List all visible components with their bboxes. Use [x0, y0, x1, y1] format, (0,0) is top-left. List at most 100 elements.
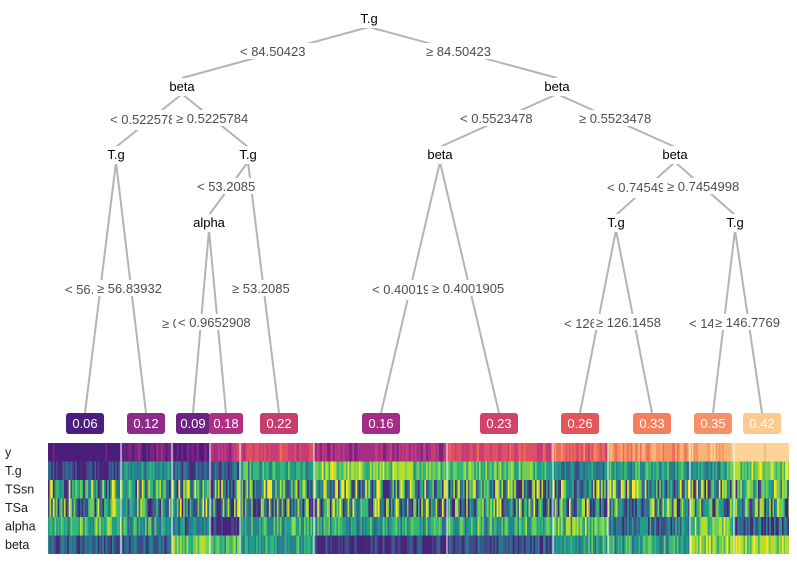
heatmap-cell: [214, 443, 217, 462]
heatmap-cell: [320, 443, 323, 462]
heatmap-cell: [496, 517, 499, 536]
heatmap-cell: [140, 517, 143, 536]
heatmap-cell: [91, 498, 94, 517]
heatmap-cell: [686, 517, 689, 536]
heatmap-cell: [256, 480, 258, 499]
heatmap-cell: [538, 535, 541, 554]
heatmap-cell: [140, 443, 143, 462]
heatmap-cell: [614, 480, 617, 499]
heatmap-cell: [97, 443, 100, 462]
heatmap-cell: [573, 517, 576, 536]
heatmap-cell: [204, 535, 206, 554]
heatmap-cell: [307, 517, 310, 536]
heatmap-cell: [573, 498, 576, 517]
heatmap-cell: [656, 535, 658, 554]
heatmap-cell: [605, 498, 608, 517]
heatmap-cell: [447, 498, 449, 517]
heatmap-cell: [162, 517, 165, 536]
heatmap-cell: [137, 480, 139, 499]
heatmap-cell: [322, 498, 324, 517]
heatmap-cell: [60, 480, 63, 499]
heatmap-cell: [280, 480, 282, 499]
heatmap-cell: [559, 517, 562, 536]
heatmap-cell: [691, 461, 694, 480]
heatmap-cell: [125, 443, 128, 462]
heatmap-cell: [723, 517, 726, 536]
heatmap-cell: [467, 461, 470, 480]
heatmap-cell: [148, 480, 151, 499]
heatmap-cell: [597, 461, 600, 480]
heatmap-cell: [527, 535, 529, 554]
heatmap-cell: [743, 535, 746, 554]
heatmap-cell: [620, 443, 623, 462]
heatmap-cell: [124, 480, 127, 499]
heatmap-cell: [238, 498, 240, 517]
heatmap-cell: [528, 480, 531, 499]
heatmap-cell: [219, 517, 222, 536]
heatmap-cell: [442, 517, 444, 536]
heatmap-cell: [728, 480, 731, 499]
heatmap-cell: [188, 480, 190, 499]
heatmap-cell: [210, 498, 212, 517]
heatmap-cell: [774, 498, 776, 517]
heatmap-cell: [466, 443, 469, 462]
heatmap-cell: [487, 480, 489, 499]
heatmap-cell: [464, 535, 467, 554]
heatmap-cell: [648, 443, 650, 462]
heatmap-cell: [86, 535, 89, 554]
heatmap-cell: [780, 443, 783, 462]
heatmap-cell: [656, 461, 658, 480]
heatmap-cell: [443, 480, 446, 499]
heatmap-cell: [520, 535, 523, 554]
heatmap-cell: [511, 480, 513, 499]
heatmap-cell: [604, 461, 607, 480]
heatmap-cell: [559, 480, 562, 499]
heatmap-cell: [683, 498, 686, 517]
heatmap-cell: [164, 480, 167, 499]
heatmap-cell: [146, 443, 149, 462]
heatmap-cell: [498, 480, 501, 499]
heatmap-cell: [317, 535, 320, 554]
heatmap-cell: [283, 535, 286, 554]
heatmap-cell: [173, 480, 176, 499]
heatmap-cell: [580, 461, 583, 480]
heatmap-cell: [330, 535, 332, 554]
heatmap-cell: [520, 443, 523, 462]
heatmap-cell: [438, 535, 441, 554]
heatmap-cell: [622, 461, 625, 480]
heatmap-cell: [737, 517, 740, 536]
heatmap-cell: [785, 535, 788, 554]
heatmap-row: [48, 443, 789, 462]
heatmap-cell: [443, 517, 446, 536]
heatmap-cell: [294, 517, 297, 536]
heatmap-cell: [283, 443, 286, 462]
heatmap-cell: [289, 461, 292, 480]
heatmap-cell: [657, 480, 660, 499]
heatmap-cell: [208, 480, 210, 499]
split-label-right: ≥ 0.5225784: [176, 111, 248, 126]
heatmap-cell: [686, 443, 689, 462]
heatmap-cell: [782, 535, 784, 554]
heatmap-cell: [219, 498, 222, 517]
heatmap-cell: [525, 443, 528, 462]
heatmap-cell: [362, 480, 364, 499]
heatmap-cell: [386, 443, 388, 462]
heatmap-cell: [349, 498, 352, 517]
heatmap-cell: [72, 480, 74, 499]
leaf-box: [127, 413, 165, 434]
heatmap-cell: [305, 461, 308, 480]
heatmap-cell: [368, 498, 371, 517]
heatmap-cell: [528, 517, 531, 536]
heatmap-cell: [210, 517, 212, 536]
heatmap-cell: [196, 535, 198, 554]
heatmap-cell: [374, 498, 377, 517]
heatmap-cell: [693, 517, 696, 536]
heatmap-cell: [589, 461, 592, 480]
heatmap-cell: [296, 461, 298, 480]
heatmap-cell: [627, 498, 630, 517]
heatmap-cell: [276, 498, 279, 517]
heatmap-cell: [472, 480, 475, 499]
heatmap-cell: [200, 480, 203, 499]
heatmap-cell: [240, 461, 242, 480]
heatmap-cell: [96, 443, 98, 462]
